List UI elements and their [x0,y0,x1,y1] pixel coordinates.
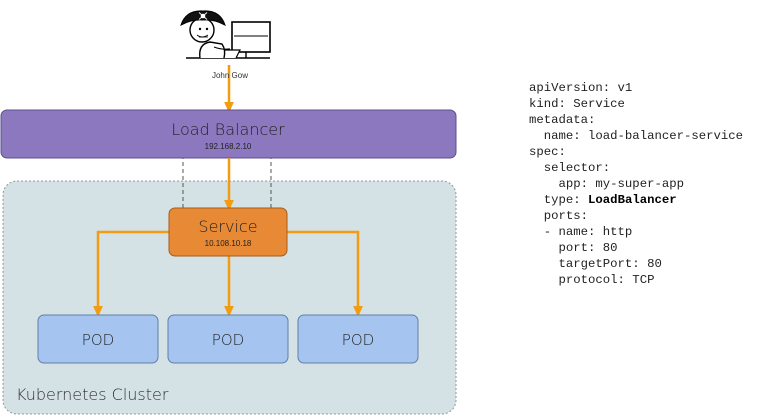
pod-box-3 [297,314,419,364]
yaml-line: protocol: TCP [529,272,743,288]
pirate-user-at-computer-icon [180,10,271,59]
pod-box-2 [167,314,289,364]
yaml-line: ports: [529,208,743,224]
yaml-line-text: name: load-balancer-service [529,129,744,143]
yaml-line: - name: http [529,224,743,240]
yaml-line-text: port: 80 [529,241,618,255]
yaml-line: apiVersion: v1 [529,80,743,96]
yaml-line-text: apiVersion: v1 [529,81,633,95]
yaml-line: selector: [529,160,743,176]
service-yaml-code: apiVersion: v1 kind: Service metadata: nam… [529,80,743,288]
yaml-line-text: - name: http [529,225,633,239]
yaml-line-text: kind: Service [529,97,625,111]
yaml-line: kind: Service [529,96,743,112]
service-ip: 10.108.10.18 [205,239,252,248]
yaml-line: app: my-super-app [529,176,743,192]
arrow-service-to-pod-3 [287,230,363,317]
yaml-line-text: selector: [529,161,611,175]
service-box [168,207,288,257]
load-balancer-ip: 192.168.2.10 [205,142,252,151]
yaml-line-text: protocol: TCP [529,273,655,287]
pod-label-2: POD [212,331,244,349]
user-name: John Gow [212,71,248,80]
cluster-label: Kubernetes Cluster [16,385,169,404]
yaml-line-text: app: my-super-app [529,177,684,191]
arrow-service-to-pod-1 [93,230,169,317]
yaml-line-text: metadata: [529,113,596,127]
yaml-line: spec: [529,144,743,160]
yaml-line: name: load-balancer-service [529,128,743,144]
yaml-line-text: type: [529,193,589,207]
yaml-line: targetPort: 80 [529,256,743,272]
yaml-line-text: spec: [529,145,566,159]
pod-box-1 [37,314,159,364]
yaml-keyword: LoadBalancer [588,193,677,207]
service-title: Service [198,217,257,236]
pod-label-1: POD [82,331,114,349]
yaml-line: port: 80 [529,240,743,256]
yaml-line-text: ports: [529,209,589,223]
yaml-line: metadata: [529,112,743,128]
yaml-line-text: targetPort: 80 [529,257,662,271]
load-balancer-title: Load Balancer [171,120,285,139]
pod-label-3: POD [342,331,374,349]
yaml-line: type: LoadBalancer [529,192,743,208]
